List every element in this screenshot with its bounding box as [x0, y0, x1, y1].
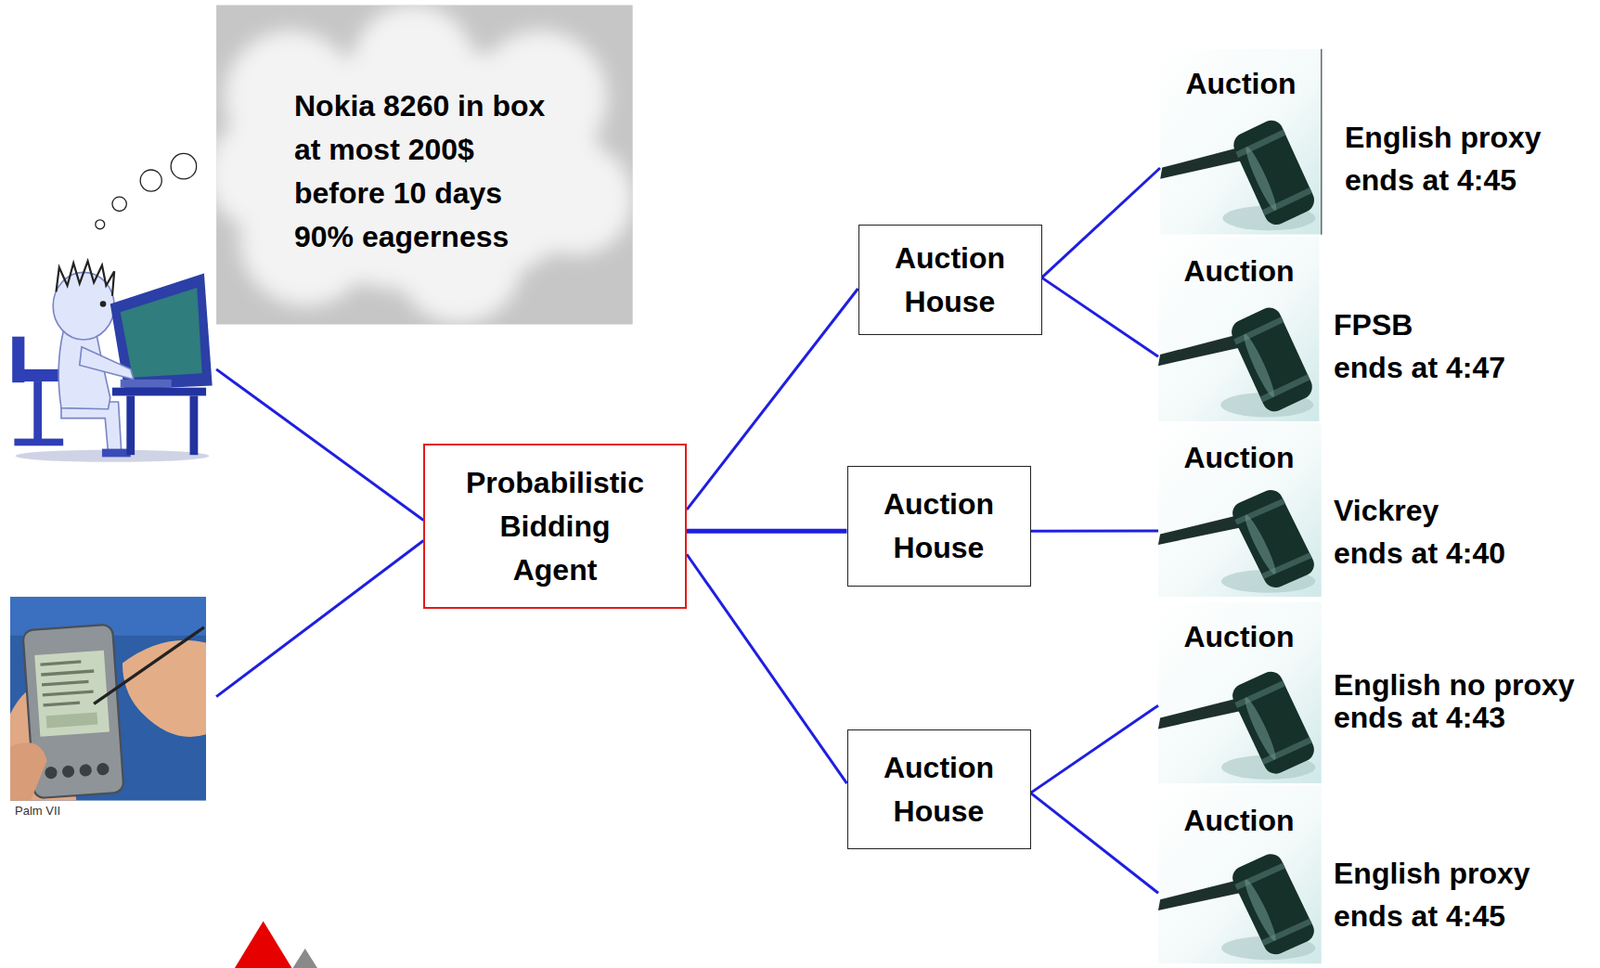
connector-line [686, 554, 848, 784]
device-button [62, 764, 76, 778]
screen-line [41, 680, 90, 687]
desk-leg [190, 395, 199, 455]
auction-detail: ends at 4:45 [1344, 158, 1517, 202]
auction-detail: FPSB [1333, 303, 1413, 347]
keyboard [120, 379, 172, 388]
gavel-picture [1158, 601, 1322, 784]
box-label: Probabilistic Bidding Agent [457, 461, 653, 593]
thought-bubble [112, 196, 127, 211]
gavel-picture [1160, 49, 1322, 235]
cloud-puff [396, 196, 523, 323]
screen-field [46, 711, 99, 728]
chair-seat [13, 369, 65, 382]
gavel-picture [1158, 236, 1320, 422]
device-screen [34, 650, 110, 737]
thought-bubble [95, 219, 105, 230]
auction-heading: Auction [1158, 618, 1320, 656]
left-thumb [10, 742, 48, 800]
auction-detail: English proxy [1344, 116, 1542, 159]
auction-heading: Auction [1158, 438, 1320, 477]
agent-box: Probabilistic Bidding Agent [423, 443, 687, 609]
auction-house-box: Auction House [847, 729, 1032, 850]
label-holder: Palm VII [14, 803, 61, 818]
screen-line [42, 700, 80, 707]
box-label: Auction House [860, 482, 1019, 570]
chair-base [13, 438, 64, 447]
connector-line [1031, 529, 1160, 532]
auction-item: AuctionEnglish no proxyends at 4:43 [1158, 602, 1597, 784]
thought-line: Nokia 8260 in box [294, 84, 545, 129]
logo-triangle [293, 948, 318, 968]
connector-line [1031, 705, 1160, 793]
auction-item: AuctionVickreyends at 4:40 [1158, 423, 1597, 597]
auction-detail: ends at 4:43 [1333, 701, 1506, 735]
auction-heading: Auction [1160, 64, 1322, 103]
monitor-screen [120, 287, 203, 378]
box-label: Auction House [860, 746, 1019, 834]
cloud-shape [216, 4, 633, 323]
figure-eye [100, 300, 107, 308]
auction-detail: ends at 4:40 [1333, 531, 1506, 575]
auction-house-box: Auction House [858, 224, 1043, 336]
connector-line [1031, 792, 1160, 893]
stylus [93, 627, 205, 704]
auction-house-box: Auction House [847, 465, 1032, 587]
auction-detail: ends at 4:47 [1333, 346, 1506, 389]
figure-arm [79, 347, 134, 380]
figure-hair [55, 260, 115, 296]
screen-line [40, 669, 94, 676]
connector-line [686, 288, 859, 510]
thought-bubble [170, 153, 196, 179]
picture-edge [1320, 49, 1322, 235]
device-button [78, 763, 92, 777]
user-link [216, 369, 424, 521]
photo-ground [10, 596, 207, 801]
figure-legs [61, 401, 122, 453]
logo-triangle [234, 920, 293, 968]
auction-heading: Auction [1158, 801, 1320, 839]
thought-bubble [140, 169, 162, 192]
auction-heading: Auction [1158, 252, 1320, 290]
device-button [44, 766, 58, 780]
desk-leg [126, 395, 135, 455]
thought-line: 90% eagerness [294, 215, 509, 259]
connector-line [1042, 277, 1160, 357]
figure-shoes [102, 449, 131, 458]
device-caption: Palm VII [14, 803, 61, 818]
palm-device-photo [10, 596, 207, 801]
gavel-picture [1158, 785, 1322, 964]
connector-line [686, 529, 848, 534]
auction-detail: English proxy [1333, 851, 1531, 895]
thought-line: at most 200$ [294, 128, 475, 172]
desk-top [112, 387, 207, 397]
screen-line [42, 689, 94, 697]
thought-line: before 10 days [294, 171, 503, 216]
cloud-puff [520, 142, 633, 256]
auction-detail: ends at 4:45 [1333, 894, 1506, 938]
auction-item: AuctionEnglish proxyends at 4:45 [1160, 49, 1597, 235]
chair-leg [33, 381, 42, 441]
device-button [96, 762, 110, 776]
box-label: Auction House [871, 236, 1030, 324]
device-link [216, 540, 424, 697]
auction-item: AuctionFPSBends at 4:47 [1158, 236, 1597, 422]
connector-line [1042, 167, 1162, 278]
user-figure [12, 260, 213, 463]
gavel-picture [1158, 423, 1322, 597]
auction-item: AuctionEnglish proxyends at 4:45 [1158, 786, 1597, 965]
screen-line [39, 659, 81, 666]
auction-detail: Vickrey [1333, 489, 1439, 532]
thought-cloud: Nokia 8260 in boxat most 200$before 10 d… [216, 4, 633, 325]
auction-detail: English no proxy [1333, 669, 1575, 702]
